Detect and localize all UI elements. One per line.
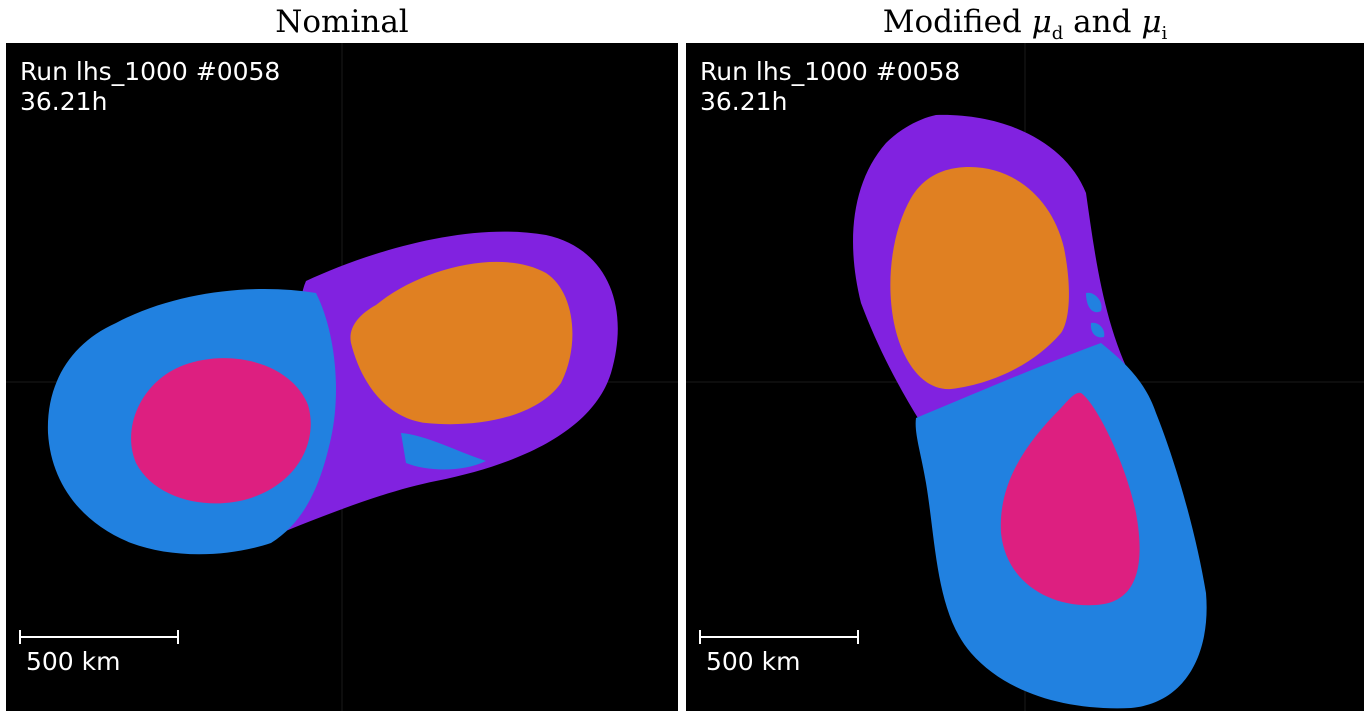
blue-fragment bbox=[401, 433, 486, 470]
run-label: Run lhs_1000 #0058 bbox=[20, 57, 281, 86]
panel-title-modified: Modified μd and μi bbox=[686, 2, 1364, 45]
mu-symbol-i: μ bbox=[1141, 4, 1162, 40]
blue-fragment bbox=[1090, 322, 1105, 338]
mu-symbol-d: μ bbox=[1031, 4, 1052, 40]
panel-title-modified-text: Modified bbox=[882, 4, 1022, 40]
run-label: Run lhs_1000 #0058 bbox=[700, 57, 961, 86]
time-label: 36.21h bbox=[20, 87, 108, 116]
mu-subscript-d: d bbox=[1051, 23, 1064, 45]
title-and: and bbox=[1073, 4, 1132, 40]
blue-fragment bbox=[1086, 292, 1102, 313]
simulation-panel-nominal: Run lhs_1000 #0058 36.21h 500 km bbox=[6, 43, 678, 711]
time-label: 36.21h bbox=[700, 87, 788, 116]
modified-simulation-render bbox=[686, 43, 1364, 711]
core-pink-left-body bbox=[131, 358, 311, 504]
nominal-simulation-render bbox=[6, 43, 678, 711]
panel-title-nominal-text: Nominal bbox=[275, 4, 409, 40]
simulation-panel-modified: Run lhs_1000 #0058 36.21h 500 km bbox=[686, 43, 1364, 711]
panel-title-nominal: Nominal bbox=[6, 2, 678, 42]
core-pink-bottom-body bbox=[1000, 392, 1140, 606]
mu-subscript-i: i bbox=[1161, 23, 1168, 45]
core-orange-top-body bbox=[890, 167, 1069, 390]
scale-label: 500 km bbox=[706, 647, 801, 676]
scale-label: 500 km bbox=[26, 647, 121, 676]
core-orange-right-body bbox=[350, 261, 573, 425]
